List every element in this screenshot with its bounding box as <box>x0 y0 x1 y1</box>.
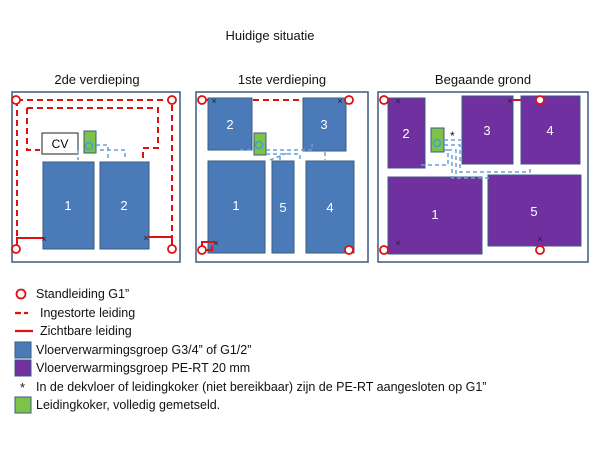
group-connections <box>240 144 326 161</box>
group-5 <box>271 160 295 254</box>
legend-label: Leidingkoker, volledig gemetseld. <box>36 398 221 412</box>
group-5-label: 5 <box>530 204 537 219</box>
floor-plan-2de-verdieping: 1 2 CV × × <box>11 91 181 263</box>
group-2-label: 2 <box>226 117 233 132</box>
riser-circle <box>197 95 207 105</box>
legend-item-leidingkoker: Leidingkoker, volledig gemetseld. <box>14 396 594 415</box>
group-connections <box>420 139 531 179</box>
legend-label: Vloerverwarmingsgroep G3/4” of G1/2” <box>36 342 252 357</box>
connection-mark: × <box>395 96 400 106</box>
floor-title-2de-verdieping: 2de verdieping <box>54 72 140 87</box>
group-2-label: 2 <box>120 198 127 213</box>
floor-outline <box>11 91 181 263</box>
floor-plans: 1 2 CV × × 2 3 1 5 <box>11 91 589 263</box>
floor-outline <box>377 91 589 263</box>
group-2 <box>387 97 426 169</box>
group-4-label: 4 <box>326 200 333 215</box>
group-1-label: 1 <box>232 198 239 213</box>
riser-in-shaft <box>432 138 442 148</box>
red-circle-icon <box>15 288 27 300</box>
asterisk-icon: * <box>20 380 25 395</box>
connection-mark: × <box>213 238 218 248</box>
group-1 <box>387 176 483 255</box>
svg-text:*: * <box>20 380 25 395</box>
group-5-label: 5 <box>279 200 286 215</box>
group-1-label: 1 <box>64 198 71 213</box>
cv-box <box>41 132 79 155</box>
floor-title-begaande-grond: Begaande grond <box>434 72 532 87</box>
riser-in-shaft <box>254 140 264 150</box>
riser-circle <box>11 95 21 105</box>
legend-item-standleiding: Standleiding G1” <box>14 285 594 304</box>
group-3-label: 3 <box>320 117 327 132</box>
connection-mark: × <box>395 238 400 248</box>
group-2 <box>99 161 150 250</box>
legend-item-blue-group: Vloerverwarmingsgroep G3/4” of G1/2” <box>14 341 594 360</box>
legend-label: Standleiding G1” <box>36 287 130 301</box>
cv-label: CV <box>52 137 69 151</box>
riser-circle <box>344 245 354 255</box>
riser-circle <box>535 95 545 105</box>
group-4-label: 4 <box>546 123 553 138</box>
legend-item-ingestorte-leiding: Ingestorte leiding <box>14 304 594 323</box>
purple-square-icon <box>14 359 32 377</box>
green-square-icon <box>14 396 32 414</box>
legend-item-asterisk: * In de dekvloer of leidingkoker (niet b… <box>14 378 594 397</box>
floor-outline <box>195 91 369 263</box>
group-4 <box>305 160 355 254</box>
group-4 <box>520 95 581 165</box>
diagram-title: Huidige situatie <box>225 28 315 43</box>
riser-circle <box>535 245 545 255</box>
group-3 <box>302 97 347 152</box>
connection-mark: × <box>507 96 512 106</box>
connection-mark: × <box>537 234 542 244</box>
legend-label: Zichtbare leiding <box>40 324 132 338</box>
legend-label: In de dekvloer of leidingkoker (niet ber… <box>36 379 487 394</box>
connection-mark: × <box>211 96 216 106</box>
floor-title-1ste-verdieping: 1ste verdieping <box>237 72 327 87</box>
visible-pipe <box>16 236 173 246</box>
group-connections <box>77 144 126 160</box>
red-solid-line-icon <box>15 329 33 333</box>
riser-circle <box>167 244 177 254</box>
legend-label: Vloerverwarmingsgroep PE-RT 20 mm <box>36 361 251 375</box>
riser-circle <box>379 95 389 105</box>
pipe-shaft <box>253 132 267 156</box>
group-1-label: 1 <box>431 207 438 222</box>
riser-circle <box>197 245 207 255</box>
red-dashed-line-icon <box>15 311 28 314</box>
riser-in-shaft <box>84 141 94 151</box>
riser-circle <box>344 95 354 105</box>
group-1 <box>42 161 95 250</box>
group-2 <box>207 97 253 151</box>
connection-mark: × <box>143 233 148 243</box>
group-1 <box>207 160 266 254</box>
connection-mark: × <box>337 96 342 106</box>
group-5 <box>487 174 582 247</box>
group-2-label: 2 <box>402 126 409 141</box>
blue-square-icon <box>14 341 32 358</box>
riser-circle <box>167 95 177 105</box>
legend-item-purple-group: Vloerverwarmingsgroep PE-RT 20 mm <box>14 359 594 378</box>
legend-label: Ingestorte leiding <box>40 305 136 320</box>
connection-mark: × <box>41 234 46 244</box>
legend: Standleiding G1” Ingestorte leiding Zich… <box>14 285 594 415</box>
riser-circle <box>11 244 21 254</box>
legend-item-zichtbare-leiding: Zichtbare leiding <box>14 322 594 341</box>
group-3-label: 3 <box>483 123 490 138</box>
asterisk-marker: * <box>450 129 455 143</box>
floor-plan-1ste-verdieping: 2 3 1 5 4 × × × <box>195 91 369 263</box>
riser-circle <box>379 245 389 255</box>
group-3 <box>461 95 514 165</box>
floor-plan-begaande-grond: 2 3 4 1 5 * × × × × <box>377 91 589 263</box>
